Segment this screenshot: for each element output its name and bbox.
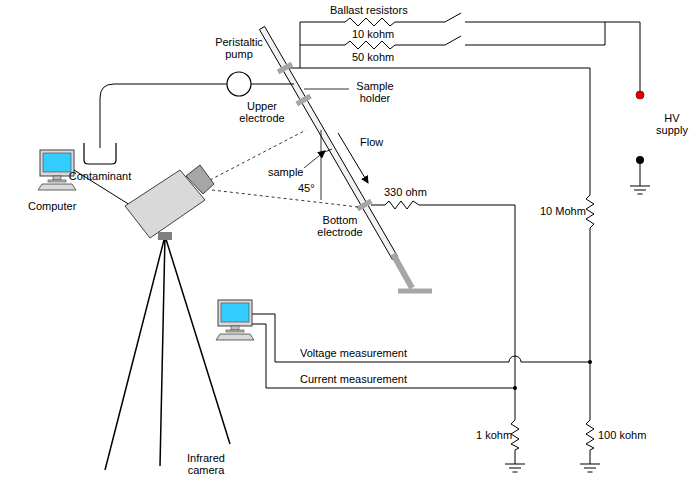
node-label: Contaminant bbox=[69, 170, 131, 182]
computer-icon bbox=[216, 300, 254, 340]
contaminant-beaker: Contaminant bbox=[62, 142, 138, 182]
node-label: Peristaltic pump bbox=[208, 36, 270, 60]
ground-symbol bbox=[580, 464, 600, 472]
label-text: Current measurement bbox=[300, 373, 407, 385]
beaker-shape bbox=[80, 142, 120, 166]
label-text: Ballast resistors bbox=[330, 4, 408, 16]
label-text: sample bbox=[268, 166, 303, 178]
sight-lines bbox=[210, 130, 358, 207]
measurement-wiring bbox=[252, 314, 590, 388]
label-text: Computer bbox=[28, 200, 76, 212]
label-text: Voltage measurement bbox=[300, 347, 407, 359]
leader-line bbox=[304, 151, 325, 168]
label-text: 10 kohm bbox=[352, 28, 394, 40]
hv-supply-symbol bbox=[630, 91, 650, 194]
junction-dot bbox=[588, 360, 592, 364]
label-text: Sample holder bbox=[352, 80, 398, 104]
pump-node: Peristaltic pump bbox=[208, 36, 270, 97]
sample-holder bbox=[259, 27, 432, 292]
label-text: Upper electrode bbox=[236, 100, 288, 124]
label-text: 50 kohm bbox=[352, 51, 394, 63]
ballast-wiring bbox=[285, 13, 640, 195]
label-text: 45° bbox=[298, 182, 315, 194]
label-text: 10 Mohm bbox=[540, 205, 586, 217]
junction-dot bbox=[513, 386, 517, 390]
label-text: Bottom electrode bbox=[316, 214, 364, 238]
label-text: HV supply bbox=[652, 112, 692, 136]
label-text: Infrared camera bbox=[182, 452, 230, 476]
leader-line bbox=[304, 89, 349, 90]
ground-symbol bbox=[505, 464, 525, 472]
label-text: 330 ohm bbox=[384, 186, 427, 198]
angle-marker bbox=[321, 130, 332, 200]
tube-connector bbox=[100, 84, 227, 148]
infrared-camera bbox=[105, 165, 230, 470]
divider-wiring bbox=[371, 195, 594, 464]
label-text: Flow bbox=[360, 136, 383, 148]
pump-circle bbox=[226, 71, 252, 97]
tube bbox=[250, 84, 294, 85]
label-text: 1 kohm bbox=[476, 429, 512, 441]
label-text: 100 kohm bbox=[598, 429, 646, 441]
